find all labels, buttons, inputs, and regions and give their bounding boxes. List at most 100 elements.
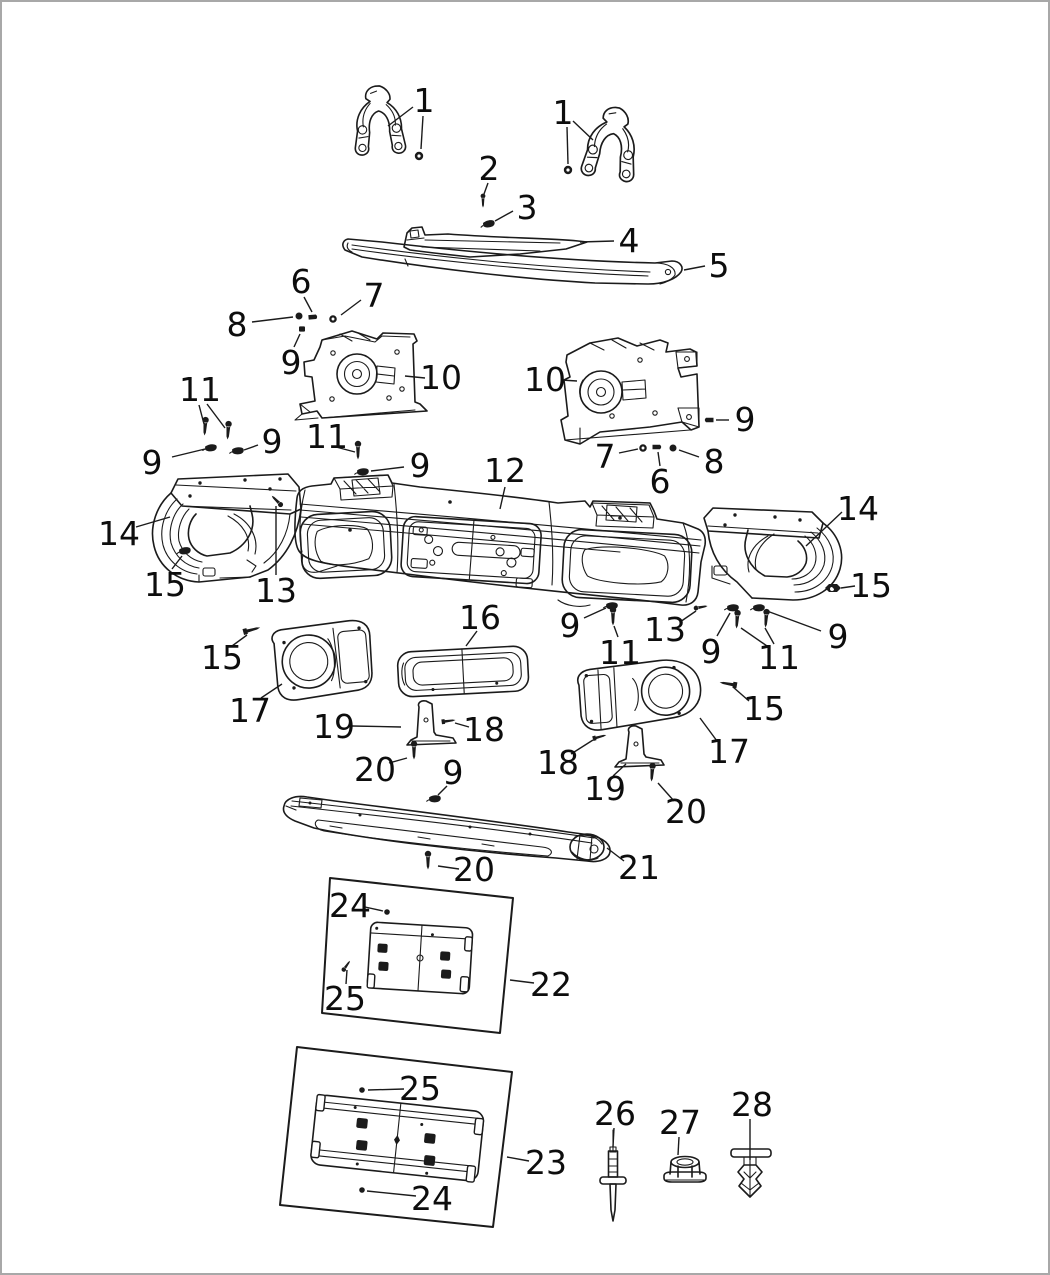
callout-label-8: 8 <box>227 305 248 344</box>
callout-label-15: 15 <box>743 689 785 728</box>
part-4-upper-support <box>403 226 588 258</box>
clip-part-9 <box>228 445 245 457</box>
callout-label-15: 15 <box>201 638 243 677</box>
leader-line-26 <box>612 1127 615 1148</box>
callout-label-12: 12 <box>484 451 526 490</box>
rivet-part-24-box23 <box>359 1187 365 1193</box>
part-14-end-cap-left <box>151 473 302 583</box>
part-5-air-dam-seal <box>342 238 683 285</box>
leader-line-1 <box>566 126 569 165</box>
screw-part-2 <box>480 193 486 208</box>
cap-part-8-right <box>669 444 677 452</box>
part-14-end-cap-right <box>703 507 843 601</box>
leader-line-6 <box>303 296 313 313</box>
leader-line-2 <box>483 182 489 195</box>
nut-part-7-left <box>329 315 337 323</box>
leader-line-20 <box>657 782 675 802</box>
leader-line-21 <box>606 847 625 862</box>
rivet-part-24-box22 <box>384 909 390 915</box>
part-12-bumper-face-bar <box>294 474 707 607</box>
leader-line-18 <box>570 739 594 755</box>
bolt-part-6-left <box>308 314 318 320</box>
clip-part-9 <box>749 603 766 613</box>
leader-line-9 <box>766 610 822 632</box>
callout-label-9: 9 <box>410 446 431 485</box>
callout-label-20: 20 <box>665 792 707 831</box>
callout-label-20: 20 <box>354 750 396 789</box>
callout-label-10: 10 <box>524 360 566 399</box>
leader-line-22 <box>509 979 535 984</box>
part-17-fog-bezel-left <box>271 619 373 701</box>
leader-line-8 <box>678 449 700 458</box>
callout-label-16: 16 <box>459 598 501 637</box>
leader-line-4 <box>579 240 615 243</box>
callout-label-2: 2 <box>479 149 500 188</box>
leader-line-20 <box>437 865 460 870</box>
callout-label-11: 11 <box>599 633 641 672</box>
callout-label-19: 19 <box>313 707 355 746</box>
leader-line-11 <box>198 404 205 425</box>
callout-label-18: 18 <box>463 710 505 749</box>
callout-label-25: 25 <box>324 979 366 1018</box>
part-23-license-bracket <box>310 1093 485 1183</box>
leader-line-13 <box>679 610 697 623</box>
callout-label-10: 10 <box>420 358 462 397</box>
part-1-tow-hook-right <box>579 102 645 184</box>
callout-label-7: 7 <box>595 437 616 476</box>
nut-for-tow-hook-left <box>414 151 424 161</box>
leader-line-3 <box>494 210 514 222</box>
screw-part-11 <box>224 420 232 440</box>
screw-part-20-right <box>648 762 656 782</box>
callout-label-13: 13 <box>644 610 686 649</box>
callout-label-11: 11 <box>758 638 800 677</box>
leader-line-25 <box>367 1088 405 1091</box>
callout-label-15: 15 <box>850 566 892 605</box>
callout-label-9: 9 <box>281 343 302 382</box>
leader-line-12 <box>499 486 506 510</box>
rivet-part-25-box23 <box>359 1087 365 1093</box>
leader-line-14 <box>805 511 843 547</box>
leader-line-11 <box>740 627 768 647</box>
leader-line-9 <box>437 785 448 796</box>
leader-line-9 <box>370 466 405 472</box>
callout-label-28: 28 <box>731 1085 773 1124</box>
clip-part-9 <box>425 793 442 805</box>
callout-label-6: 6 <box>291 262 312 301</box>
callout-label-9: 9 <box>142 443 163 482</box>
callout-label-4: 4 <box>619 221 640 260</box>
part-10-bracket-right <box>560 337 700 445</box>
callout-label-18: 18 <box>537 743 579 782</box>
callout-label-17: 17 <box>229 691 271 730</box>
callout-label-15: 15 <box>144 565 186 604</box>
screw-part-15-center <box>242 624 261 635</box>
callout-label-19: 19 <box>584 769 626 808</box>
callout-label-5: 5 <box>709 246 730 285</box>
nut-part-15-far-right <box>825 584 841 592</box>
callout-label-8: 8 <box>704 442 725 481</box>
part-19-fog-bracket-right <box>614 725 665 768</box>
callout-label-26: 26 <box>594 1094 636 1133</box>
part-10-bracket-left <box>294 330 428 421</box>
leader-line-11 <box>206 403 226 429</box>
leader-line-18 <box>454 722 470 728</box>
screw-part-18-left <box>441 717 456 725</box>
part-16-applique <box>396 645 530 698</box>
part-1-tow-hook-left <box>351 83 407 157</box>
leader-line-15 <box>231 634 248 647</box>
leader-line-19 <box>351 725 402 728</box>
part-27-flange-nut <box>663 1155 707 1183</box>
leader-line-1 <box>572 120 594 141</box>
clip-part-15-left <box>175 545 192 557</box>
callout-label-9: 9 <box>701 632 722 671</box>
callout-label-22: 22 <box>530 965 572 1004</box>
callout-label-21: 21 <box>618 848 660 887</box>
leader-line-8 <box>251 316 294 323</box>
leader-line-17 <box>699 717 718 742</box>
leader-line-7 <box>340 299 362 316</box>
callout-label-27: 27 <box>659 1103 701 1142</box>
screw-part-20-bottom <box>424 850 432 870</box>
part-17-fog-bezel-right <box>576 659 702 731</box>
part-19-fog-bracket-left <box>406 700 457 746</box>
callout-label-20: 20 <box>453 850 495 889</box>
callout-label-24: 24 <box>329 886 371 925</box>
